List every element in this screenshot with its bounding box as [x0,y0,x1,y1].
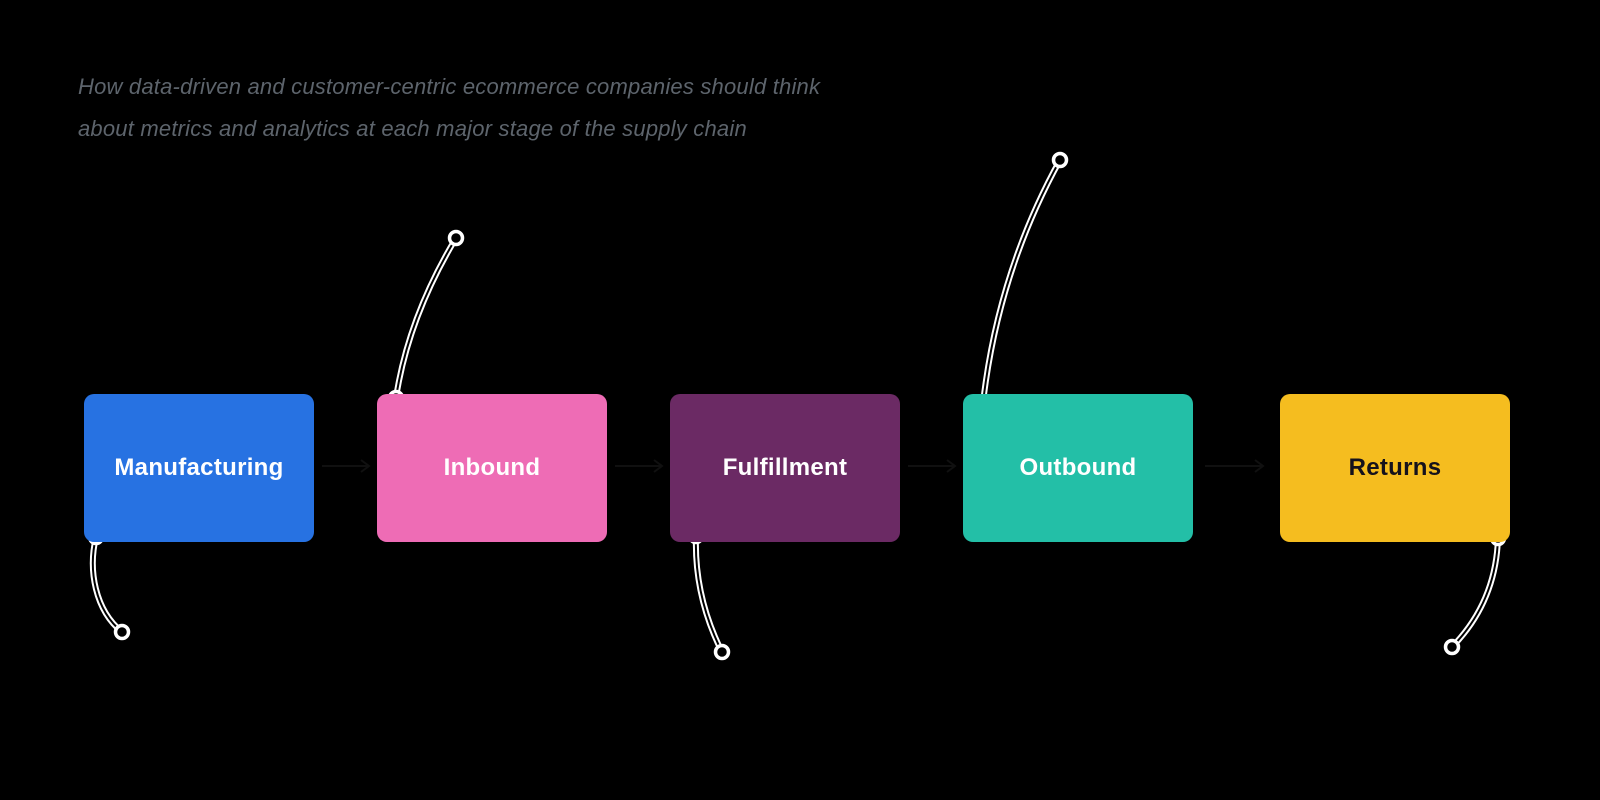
diagram-subtitle: How data-driven and customer-centric eco… [78,66,978,150]
stage-box-manufacturing: Manufacturing [84,394,314,542]
connector-dot-icon [447,229,465,247]
stage-label: Outbound [1019,454,1137,481]
connector-manufacturing [87,528,131,641]
flow-arrow-2 [615,459,664,473]
stage-label: Manufacturing [114,454,284,481]
subtitle-line-1: How data-driven and customer-centric eco… [78,74,821,99]
stage-box-returns: Returns [1280,394,1510,542]
flow-arrow-3 [908,459,957,473]
connector-fulfillment [687,527,731,661]
connector-dot-icon [113,623,131,641]
diagram-title [78,34,678,62]
connector-dot-icon [713,643,731,661]
connector-outbound [974,151,1069,412]
stage-box-fulfillment: Fulfillment [670,394,900,542]
stage-label: Inbound [443,454,541,481]
connector-dot-icon [1443,638,1461,656]
stage-box-outbound: Outbound [963,394,1193,542]
subtitle-line-2: about metrics and analytics at each majo… [78,116,747,141]
stage-label: Returns [1348,454,1442,481]
stage-box-inbound: Inbound [377,394,607,542]
flow-arrow-1 [322,459,371,473]
stage-label: Fulfillment [722,454,848,481]
connector-inbound [387,229,465,407]
connector-returns [1443,529,1507,656]
flow-arrow-4 [1205,459,1265,473]
connector-dot-icon [1051,151,1069,169]
